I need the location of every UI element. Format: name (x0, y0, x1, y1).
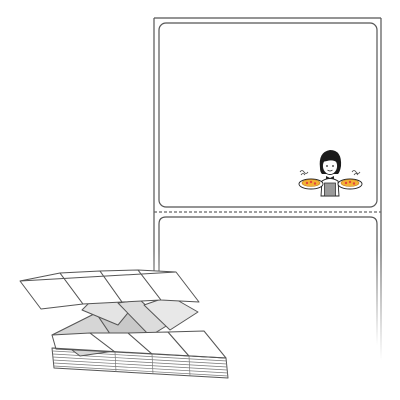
waitress-with-pizzas-icon (298, 150, 363, 197)
label-bottom (158, 216, 378, 345)
fanfold-stack (19, 269, 229, 379)
top-label-4 (137, 269, 200, 303)
